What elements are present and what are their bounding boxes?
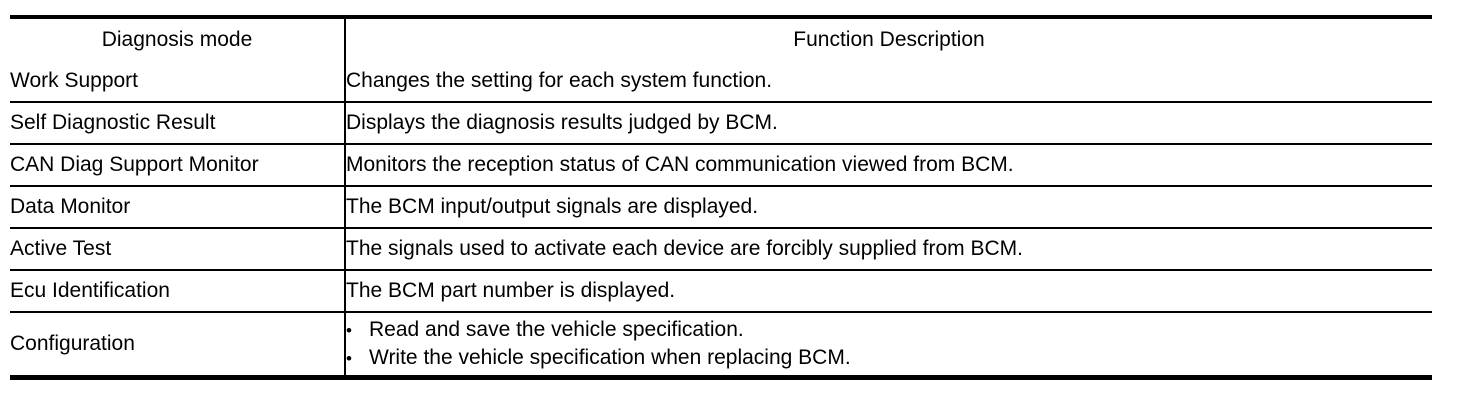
cell-function-description: The BCM input/output signals are display… [346, 195, 759, 218]
cell-diagnosis-mode: Configuration [10, 312, 346, 377]
cell-function-description: Monitors the reception status of CAN com… [346, 153, 1014, 176]
table-row: CAN Diag Support Monitor Monitors the re… [10, 144, 1432, 186]
bullet-icon: • [346, 320, 352, 340]
table-row: Work Support Changes the setting for eac… [10, 60, 1432, 102]
bullet-text: Write the vehicle specification when rep… [369, 345, 851, 369]
cell-function-description: The signals used to activate each device… [346, 237, 1023, 260]
cell-function-description: Displays the diagnosis results judged by… [346, 111, 778, 134]
diagnosis-mode-table: Diagnosis mode Function Description Work… [10, 15, 1432, 380]
bullet-icon: • [346, 348, 352, 368]
bullet-text: Read and save the vehicle specification. [369, 317, 744, 341]
cell-diagnosis-mode: Self Diagnostic Result [10, 102, 346, 144]
header-diagnosis-mode: Diagnosis mode [10, 17, 346, 60]
cell-diagnosis-mode: Data Monitor [10, 186, 346, 228]
cell-diagnosis-mode: Work Support [10, 60, 346, 102]
cell-diagnosis-mode: Ecu Identification [10, 270, 346, 312]
table-row: Configuration • Read and save the vehicl… [10, 312, 1432, 377]
bullet-list: • Read and save the vehicle specificatio… [346, 316, 1432, 372]
table-row: Self Diagnostic Result Displays the diag… [10, 102, 1432, 144]
cell-diagnosis-mode: CAN Diag Support Monitor [10, 144, 346, 186]
cell-function-description: • Read and save the vehicle specificatio… [345, 312, 1432, 377]
header-function-description: Function Description [793, 27, 985, 51]
table-row: Ecu Identification The BCM part number i… [10, 270, 1432, 312]
table-header-row: Diagnosis mode Function Description [10, 17, 1432, 60]
cell-function-description: The BCM part number is displayed. [346, 279, 676, 302]
bullet-item: • Read and save the vehicle specificatio… [346, 316, 1432, 344]
bullet-item: • Write the vehicle specification when r… [346, 344, 1432, 372]
cell-function-description: Changes the setting for each system func… [346, 68, 773, 92]
cell-diagnosis-mode: Active Test [10, 228, 346, 270]
table-row: Data Monitor The BCM input/output signal… [10, 186, 1432, 228]
table-row: Active Test The signals used to activate… [10, 228, 1432, 270]
